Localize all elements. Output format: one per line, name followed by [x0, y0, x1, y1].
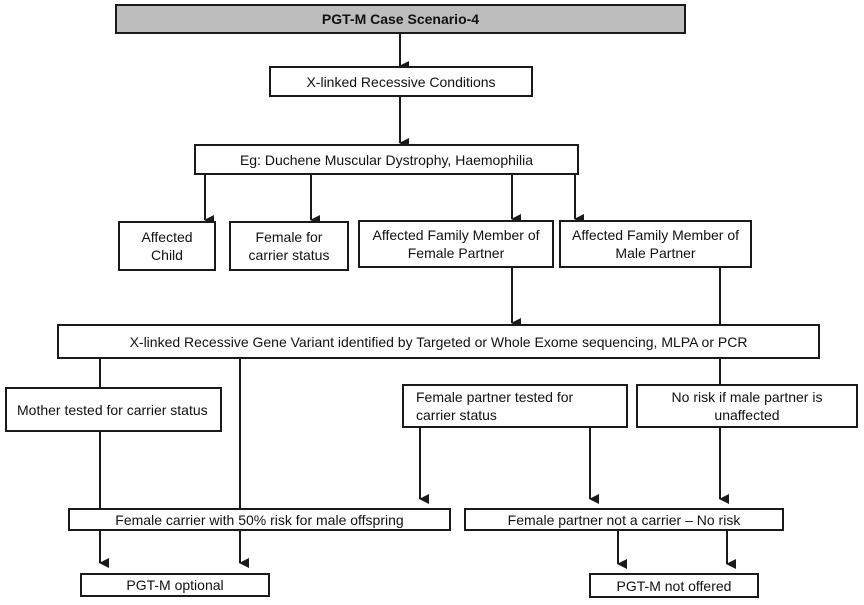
female-carrier-status-box: Female for carrier status — [229, 221, 349, 271]
female-carrier-risk-text: Female carrier with 50% risk for male of… — [115, 511, 404, 528]
affected-male-partner-box: Affected Family Member of Male Partner — [559, 220, 752, 268]
female-partner-tested-box: Female partner tested for carrier status — [402, 384, 628, 428]
no-risk-male-box: No risk if male partner is unaffected — [636, 384, 858, 428]
title-box: PGT-M Case Scenario-4 — [115, 4, 686, 34]
pgtm-not-offered-box: PGT-M not offered — [589, 573, 759, 598]
examples-text: Eg: Duchene Muscular Dystrophy, Haemophi… — [239, 151, 534, 168]
pgtm-not-offered-text: PGT-M not offered — [616, 577, 732, 594]
not-carrier-text: Female partner not a carrier – No risk — [507, 511, 741, 528]
affected-male-partner-text: Affected Family Member of Male Partner — [571, 227, 740, 261]
affected-female-partner-text: Affected Family Member of Female Partner — [372, 227, 540, 261]
gene-variant-box: X-linked Recessive Gene Variant identifi… — [57, 324, 820, 359]
examples-box: Eg: Duchene Muscular Dystrophy, Haemophi… — [194, 144, 579, 175]
not-carrier-box: Female partner not a carrier – No risk — [464, 508, 784, 531]
female-carrier-status-text: Female for carrier status — [248, 229, 330, 263]
pgtm-optional-box: PGT-M optional — [80, 573, 270, 597]
xlinked-text: X-linked Recessive Conditions — [306, 73, 496, 90]
gene-variant-text: X-linked Recessive Gene Variant identifi… — [129, 333, 748, 350]
female-carrier-risk-box: Female carrier with 50% risk for male of… — [68, 508, 451, 531]
affected-child-box: Affected Child — [118, 221, 216, 271]
affected-female-partner-box: Affected Family Member of Female Partner — [358, 220, 554, 268]
pgtm-optional-text: PGT-M optional — [126, 577, 224, 593]
xlinked-box: X-linked Recessive Conditions — [269, 66, 533, 97]
no-risk-male-text: No risk if male partner is unaffected — [671, 389, 823, 423]
female-partner-tested-text: Female partner tested for carrier status — [416, 389, 574, 423]
mother-tested-text: Mother tested for carrier status — [17, 401, 208, 418]
title-text: PGT-M Case Scenario-4 — [321, 11, 480, 27]
affected-child-text: Affected Child — [141, 229, 193, 263]
mother-tested-box: Mother tested for carrier status — [5, 387, 222, 432]
